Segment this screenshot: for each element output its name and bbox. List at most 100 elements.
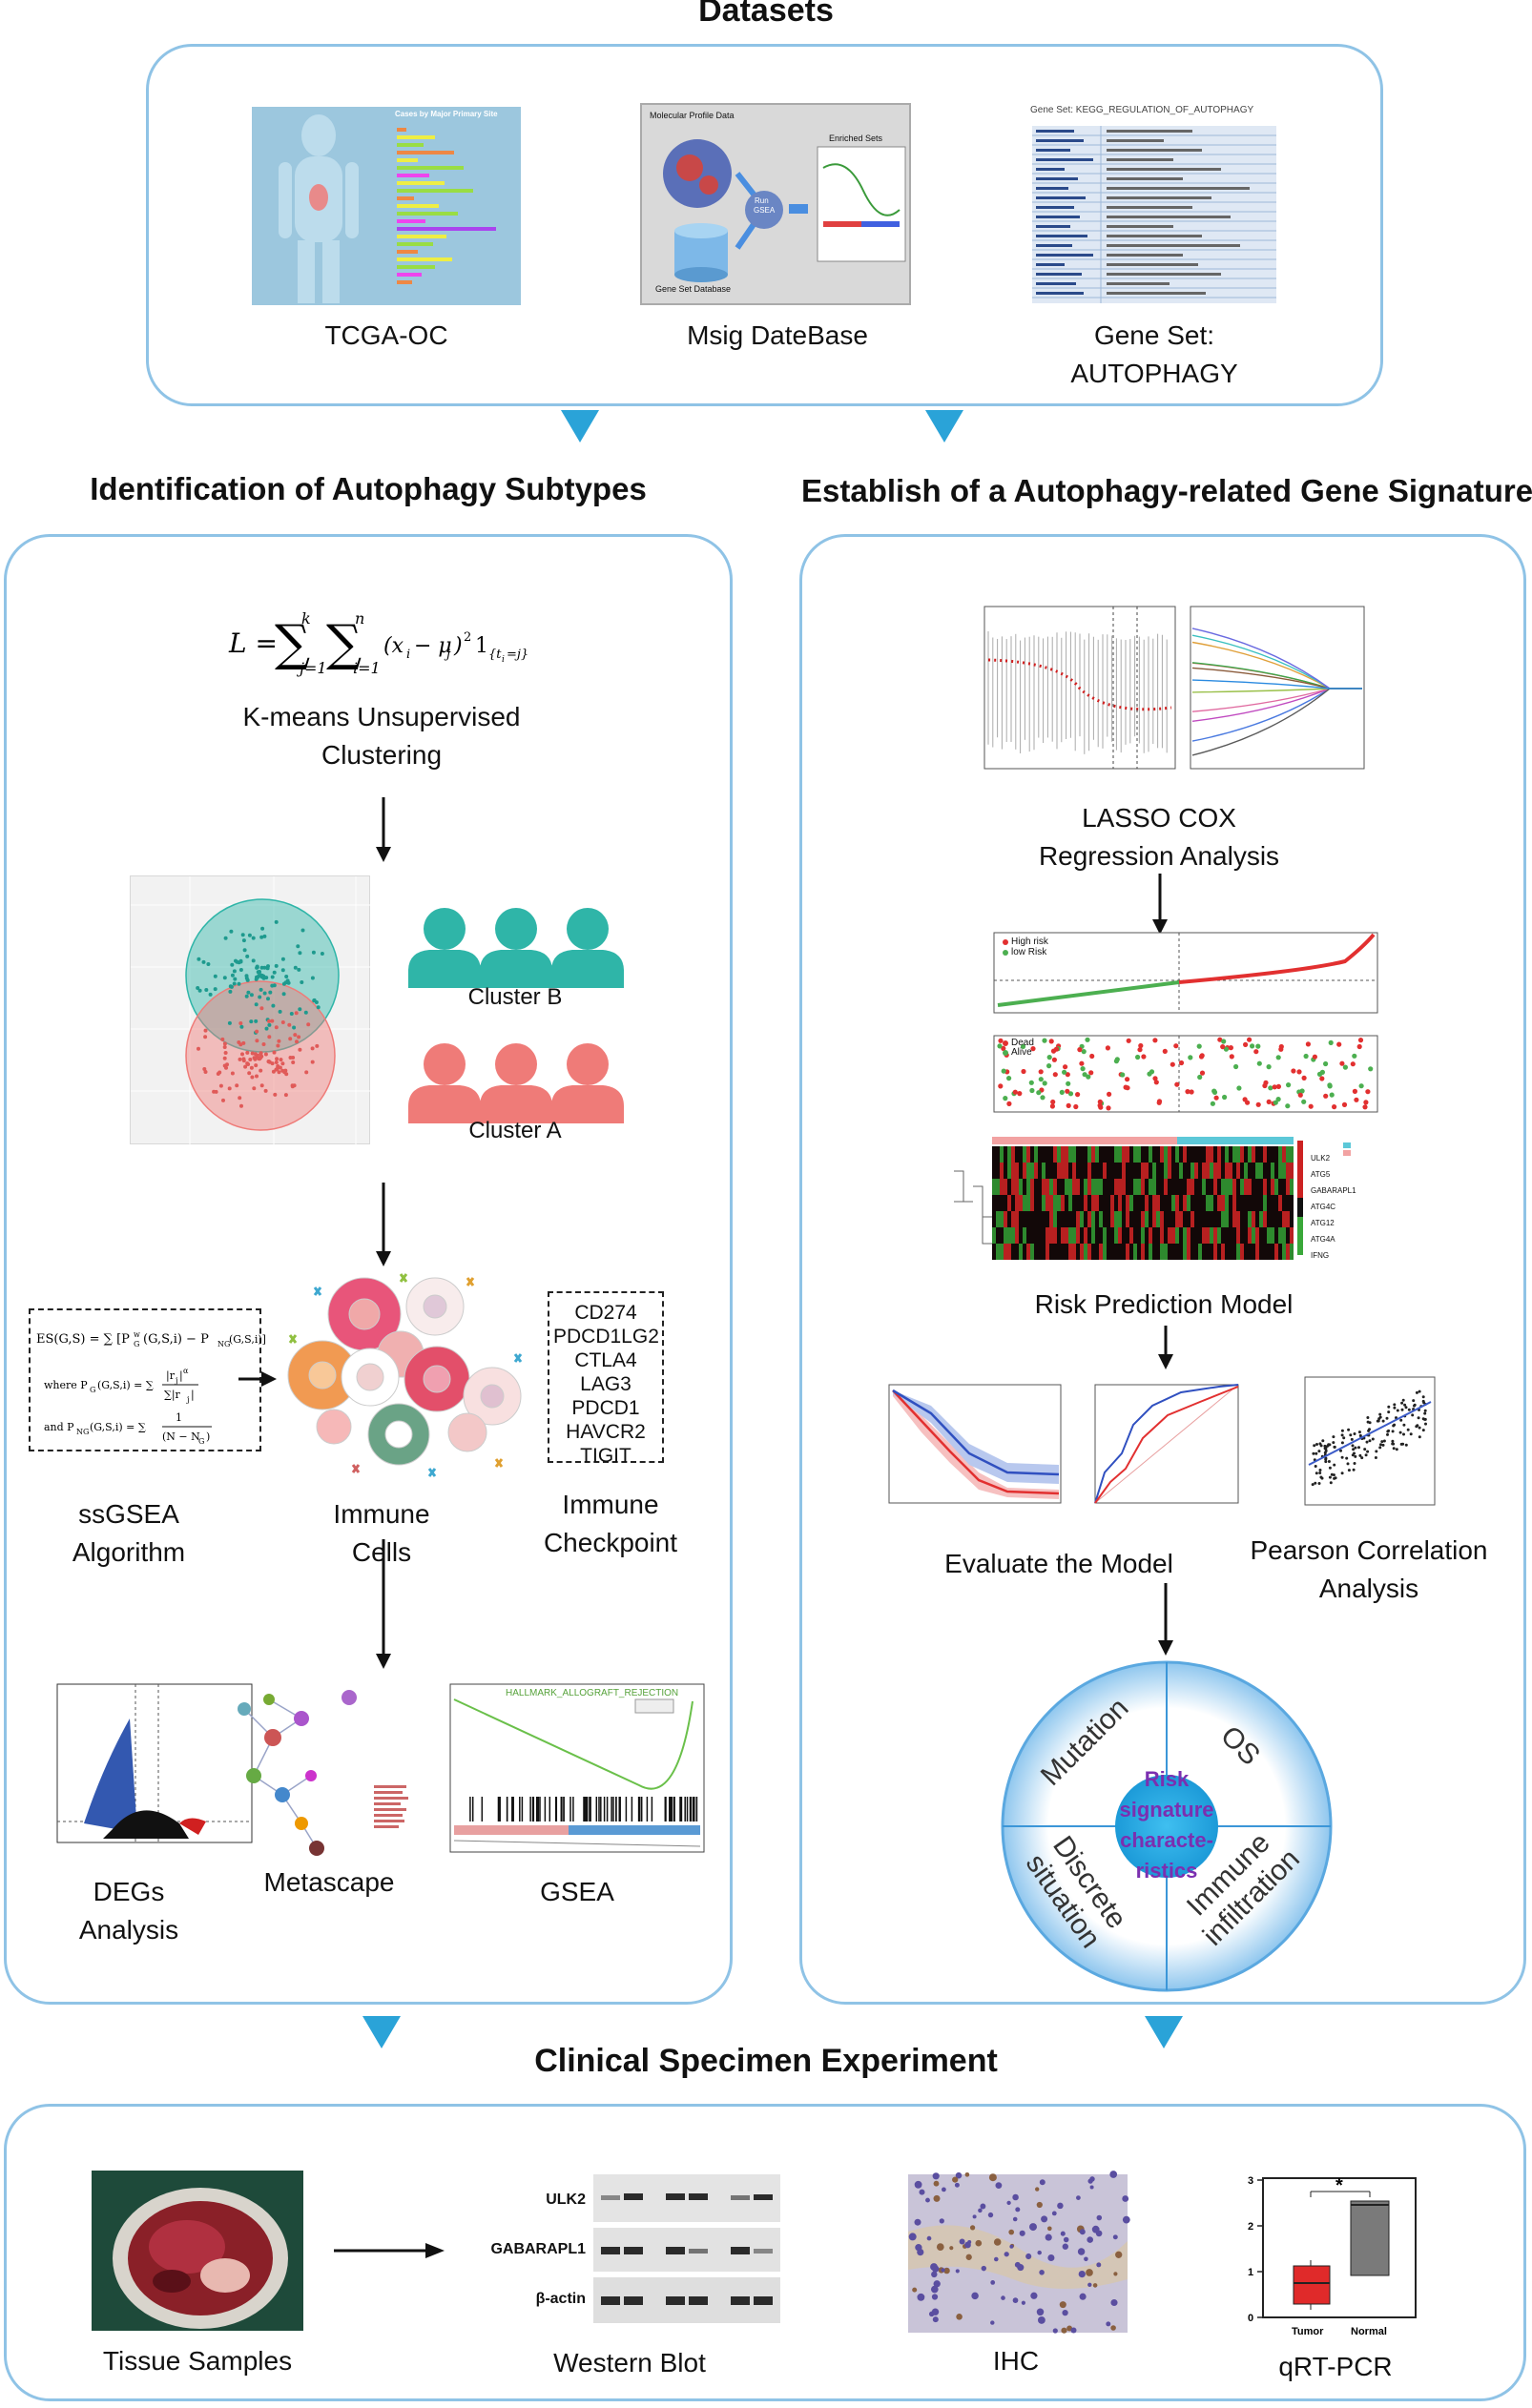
svg-text:i: i <box>502 655 505 665</box>
checkpoint-item: HAVCR2 <box>566 1421 646 1443</box>
geneset-table-lines <box>1032 126 1276 303</box>
svg-text:{t: {t <box>488 648 502 662</box>
arrow-down-1 <box>376 797 391 862</box>
flow-arrow-down-right-top <box>925 410 963 442</box>
pcr-tick-0: 0 <box>1248 2313 1253 2324</box>
risk-center-line4: ristics <box>1135 1859 1198 1883</box>
dataset-label-geneset-line1: Gene Set: <box>1093 320 1215 350</box>
svg-text:G: G <box>90 1386 95 1394</box>
checkpoint-item: LAG3 <box>580 1373 631 1395</box>
svg-text:and P: and P <box>44 1421 74 1433</box>
legend-high-risk: High risk <box>1011 936 1048 947</box>
pcr-group-tumor: Tumor <box>1292 2326 1324 2337</box>
risk-center-text: Risk signature characte- ristics <box>1095 1764 1238 1886</box>
tcga-chart-header: Cases by Major Primary Site <box>395 110 498 118</box>
pcr-tick-2: 2 <box>1248 2221 1253 2233</box>
svg-text:(x: (x <box>383 634 404 658</box>
wb-label-ulk2: ULK2 <box>546 2192 586 2208</box>
bar-lines <box>397 128 496 284</box>
kmeans-label-line2: Clustering <box>321 740 443 770</box>
svg-text:|: | <box>191 1389 195 1402</box>
arrow-down-r1 <box>1152 874 1168 935</box>
body-silhouette-icon <box>279 114 496 303</box>
svg-text:G: G <box>134 1340 139 1348</box>
svg-text:i: i <box>406 648 410 662</box>
qrtpcr-label: qRT-PCR <box>1278 2352 1393 2381</box>
heatmap-gene: ATG12 <box>1311 1219 1335 1227</box>
survival-status-plot: Dead Alive <box>954 1032 1381 1133</box>
lasso-label-line1: LASSO COX <box>1082 803 1236 833</box>
risk-score-plot: High risk low Risk <box>954 927 1381 1032</box>
tissue-label: Tissue Samples <box>102 2346 293 2376</box>
cluster-a-people-icon <box>408 1043 624 1123</box>
svg-text:∑: ∑ <box>326 615 362 672</box>
pcr-significance: * <box>1335 2175 1343 2196</box>
km-survival-plot <box>855 1377 1066 1530</box>
pearson-label: Pearson Correlation Analysis <box>1231 1532 1507 1608</box>
dataset-label-geneset-line2: AUTOPHAGY <box>1070 359 1238 388</box>
svg-text:j: j <box>444 648 450 662</box>
pearson-label-line2: Analysis <box>1318 1574 1419 1603</box>
svg-text:∑|r: ∑|r <box>164 1389 181 1402</box>
wb-label-bactin: β-actin <box>535 2291 586 2307</box>
flow-arrow-down-right-bottom <box>1145 2016 1183 2048</box>
roc-art <box>1094 1384 1239 1504</box>
risk-model-label: Risk Prediction Model <box>1034 1289 1294 1319</box>
immune-checkpoint-list: CD274 PDCD1LG2 CTLA4 LAG3 PDCD1 HAVCR2 T… <box>548 1291 664 1467</box>
msig-enriched-label: Enriched Sets <box>829 134 883 143</box>
svg-text:): ) <box>453 634 463 658</box>
svg-text:): ) <box>206 1430 210 1443</box>
pearson-label-line1: Pearson Correlation <box>1250 1535 1488 1565</box>
ssgsea-formula: ES(G,S) = ∑ [P w G (G,S,i) − P NG (G,S,i… <box>36 1330 266 1446</box>
checkpoint-item: PDCD1LG2 <box>553 1326 659 1348</box>
msig-gsea-label: GSEA <box>754 206 776 215</box>
immune-cells-label: Immune Cells <box>296 1495 467 1572</box>
immune-cells-label-line2: Cells <box>351 1537 412 1567</box>
svg-text:ES(G,S) = ∑ [P: ES(G,S) = ∑ [P <box>36 1332 130 1347</box>
msig-geneset-db-label: Gene Set Database <box>655 284 732 294</box>
checkpoint-item: PDCD1 <box>571 1397 640 1419</box>
immune-checkpoint-label: Immune Checkpoint <box>525 1486 696 1562</box>
arrow-right-ssgsea <box>238 1371 277 1387</box>
svg-text:k: k <box>301 609 311 628</box>
risk-center-line3: characte- <box>1120 1828 1213 1852</box>
left-section-title: Identification of Autophagy Subtypes <box>90 471 647 506</box>
gsea-art <box>449 1683 705 1853</box>
svg-text:− μ: − μ <box>414 634 452 658</box>
svg-text:where P: where P <box>44 1379 88 1391</box>
svg-text:∑: ∑ <box>275 615 310 672</box>
svg-text:(N − N: (N − N <box>162 1430 200 1443</box>
msig-run-label: Run <box>755 196 769 205</box>
svg-text:α: α <box>183 1367 189 1375</box>
western-blot-label: Western Blot <box>553 2348 706 2377</box>
immune-checkpoint-label-line1: Immune <box>562 1490 659 1519</box>
risk-heatmap: ULK2 ATG5 GABARAPL1 ATG4C ATG12 ATG4A IF… <box>950 1137 1379 1272</box>
cluster-b-label: Cluster B <box>467 984 563 1010</box>
svg-text:j: j <box>175 1376 177 1385</box>
metascape-label: Metascape <box>263 1867 395 1897</box>
immune-cells-illustration <box>287 1273 523 1477</box>
degs-label: DEGs Analysis <box>38 1873 219 1949</box>
svg-text:j=1: j=1 <box>297 659 327 677</box>
heatmap-gene: IFNG <box>1311 1251 1330 1260</box>
tcga-chart-thumbnail: Cases by Major Primary Site <box>252 107 521 305</box>
risk-center-line1: Risk <box>1144 1767 1190 1791</box>
risk-signature-diagram <box>1001 1660 1333 1992</box>
lasso-label-line2: Regression Analysis <box>1038 841 1280 871</box>
svg-text:j: j <box>186 1395 189 1404</box>
lasso-cv-art <box>983 606 1176 770</box>
ssgsea-label-line1: ssGSEA <box>78 1499 179 1529</box>
immune-cells-label-line1: Immune <box>333 1499 430 1529</box>
km-art <box>888 1384 1062 1504</box>
clinical-title: Clinical Specimen Experiment <box>534 2043 998 2079</box>
svg-text:1: 1 <box>176 1411 182 1424</box>
svg-text:NG: NG <box>217 1340 230 1348</box>
heatmap-gene-labels: ULK2 ATG5 GABARAPL1 ATG4C ATG12 ATG4A IF… <box>1311 1150 1356 1264</box>
svg-text:(G,S,i) − P: (G,S,i) − P <box>143 1332 209 1347</box>
svg-text:i=1: i=1 <box>353 659 381 677</box>
roc-curve-plot <box>1076 1377 1242 1530</box>
svg-text:1: 1 <box>475 634 488 658</box>
datasets-title: Datasets <box>698 0 834 29</box>
lasso-coef-art <box>1190 606 1365 770</box>
svg-text:|: | <box>179 1369 183 1383</box>
